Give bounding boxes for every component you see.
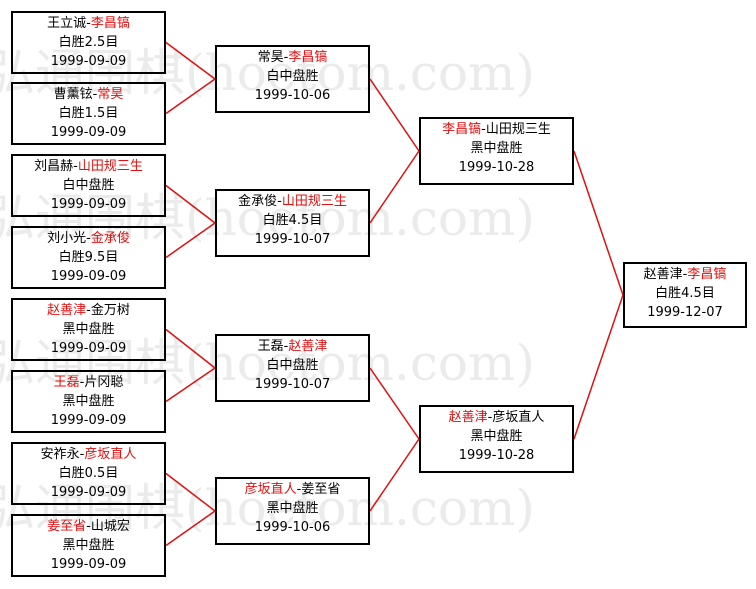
player-2: 山田规三生 [77,159,143,174]
match-r3m1: 李昌镐-山田规三生 黑中盘胜 1999-10-28 [419,117,574,185]
match-r2m1: 常昊-李昌镐 白中盘胜 1999-10-06 [215,45,370,113]
connector-line [165,328,216,369]
match-r1m2: 曹薰铉-常昊 白胜1.5目 1999-09-09 [11,82,166,145]
connector-line [165,367,216,403]
player-2: 常昊 [97,87,124,102]
player-2: 赵善津 [288,339,328,354]
match-r1m1: 王立诚-李昌镐 白胜2.5目 1999-09-09 [11,11,166,74]
match-date: 1999-09-09 [50,557,127,572]
player-2: 山田规三生 [281,194,347,209]
match-date: 1999-09-09 [50,485,127,500]
player-2: 李昌镐 [90,16,130,31]
match-r2m3: 王磊-赵善津 白中盘胜 1999-10-07 [215,334,370,402]
player-2: 李昌镐 [687,267,727,282]
match-r1m7: 安祚永-彦坂直人 白胜0.5目 1999-09-09 [11,442,166,505]
match-date: 1999-09-09 [50,341,127,356]
connector-line [369,438,420,512]
match-date: 1999-09-09 [50,54,127,69]
player-1: 赵善津 [448,410,488,425]
match-result: 黑中盘胜 [266,501,319,516]
match-final: 赵善津-李昌镐 白胜4.5目 1999-12-07 [623,262,747,328]
player-1: 曹薰铉 [53,87,93,102]
match-date: 1999-09-09 [50,269,127,284]
player-1: 金承俊 [238,194,278,209]
player-2: 山田规三生 [485,122,551,137]
match-date: 1999-10-06 [254,88,331,103]
match-date: 1999-09-09 [50,197,127,212]
connector-line [573,294,624,440]
match-date: 1999-10-07 [254,377,331,392]
player-2: 彦坂直人 [84,447,137,462]
connector-line [369,150,420,224]
match-result: 黑中盘胜 [470,429,523,444]
match-result: 黑中盘胜 [470,141,523,156]
player-2: 姜至省 [301,482,341,497]
match-r2m2: 金承俊-山田规三生 白胜4.5目 1999-10-07 [215,189,370,257]
connector-line [165,184,216,224]
match-result: 白胜2.5目 [58,35,119,50]
match-result: 白胜1.5目 [58,106,119,121]
match-result: 白中盘胜 [62,178,115,193]
connector-line [165,510,216,547]
match-result: 黑中盘胜 [62,394,115,409]
player-1: 赵善津 [643,267,683,282]
connector-line [573,150,624,296]
player-2: 山城宏 [90,519,130,534]
connector-line [165,78,216,115]
match-r1m3: 刘昌赫-山田规三生 白中盘胜 1999-09-09 [11,154,166,217]
player-2: 片冈聪 [84,375,124,390]
player-1: 王立诚 [47,16,87,31]
player-1: 常昊 [257,50,284,65]
match-date: 1999-09-09 [50,125,127,140]
match-result: 白胜4.5目 [655,286,715,301]
connector-line [369,367,420,440]
player-1: 王磊 [53,375,80,390]
connector-line [165,222,216,259]
match-r1m6: 王磊-片冈聪 黑中盘胜 1999-09-09 [11,370,166,433]
match-r1m4: 刘小光-金承俊 白胜9.5目 1999-09-09 [11,226,166,289]
player-2: 彦坂直人 [492,410,545,425]
player-2: 李昌镐 [288,50,328,65]
match-result: 白中盘胜 [266,69,319,84]
match-result: 白中盘胜 [266,358,319,373]
connector-line [369,78,420,152]
match-date: 1999-10-06 [254,520,331,535]
match-r2m4: 彦坂直人-姜至省 黑中盘胜 1999-10-06 [215,477,370,545]
match-date: 1999-12-07 [647,305,723,320]
match-result: 白胜9.5目 [58,250,119,265]
player-1: 姜至省 [47,519,87,534]
match-result: 白胜4.5目 [262,213,323,228]
player-1: 李昌镐 [442,122,482,137]
player-1: 王磊 [257,339,284,354]
player-1: 刘小光 [47,231,87,246]
player-2: 金承俊 [90,231,130,246]
connector-line [165,472,216,512]
match-r1m8: 姜至省-山城宏 黑中盘胜 1999-09-09 [11,514,166,577]
match-result: 黑中盘胜 [62,322,115,337]
player-2: 金万树 [90,303,130,318]
match-result: 白胜0.5目 [58,466,119,481]
player-1: 彦坂直人 [244,482,297,497]
match-date: 1999-10-28 [458,160,535,175]
match-r1m5: 赵善津-金万树 黑中盘胜 1999-09-09 [11,298,166,361]
match-date: 1999-10-07 [254,232,331,247]
match-result: 黑中盘胜 [62,538,115,553]
match-date: 1999-10-28 [458,448,535,463]
connector-line [165,41,216,80]
player-1: 赵善津 [47,303,87,318]
match-r3m2: 赵善津-彦坂直人 黑中盘胜 1999-10-28 [419,405,574,473]
match-date: 1999-09-09 [50,413,127,428]
player-1: 安祚永 [40,447,80,462]
player-1: 刘昌赫 [34,159,74,174]
